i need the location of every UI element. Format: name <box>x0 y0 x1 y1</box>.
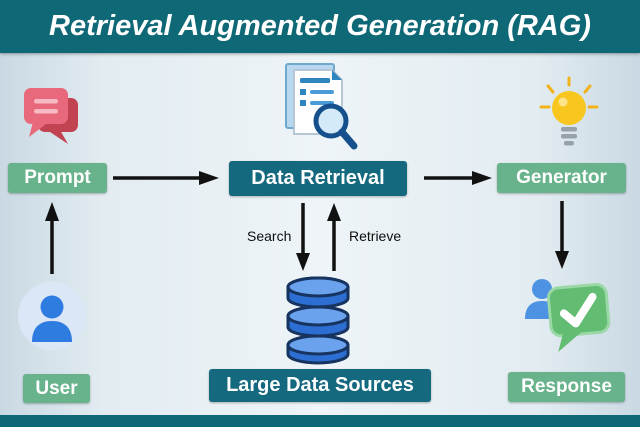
arrow-search-down <box>295 203 311 271</box>
title-bar: Retrieval Augmented Generation (RAG) <box>0 0 640 53</box>
person-icon <box>16 280 88 357</box>
arrow-retrieve-up <box>326 203 342 271</box>
database-icon <box>283 274 353 371</box>
diagram-title: Retrieval Augmented Generation (RAG) <box>49 10 591 42</box>
arrow-data-retrieval-to-generator <box>424 170 492 186</box>
chat-bubble-icon <box>20 84 84 157</box>
arrow-user-to-prompt <box>44 202 60 274</box>
search-label: Search <box>247 228 292 244</box>
chat-check-icon <box>522 274 618 369</box>
large-data-sources-node: Large Data Sources <box>209 369 431 402</box>
retrieve-label: Retrieve <box>349 228 402 244</box>
user-node: User <box>23 374 90 403</box>
prompt-node: Prompt <box>8 163 107 193</box>
footer-bar <box>0 415 640 427</box>
lightbulb-icon <box>536 76 602 157</box>
generator-node: Generator <box>497 163 626 193</box>
document-search-icon <box>274 58 362 161</box>
response-node: Response <box>508 372 625 402</box>
data-retrieval-node: Data Retrieval <box>229 161 407 196</box>
arrow-prompt-to-data-retrieval <box>113 170 219 186</box>
arrow-generator-to-response <box>554 201 570 269</box>
